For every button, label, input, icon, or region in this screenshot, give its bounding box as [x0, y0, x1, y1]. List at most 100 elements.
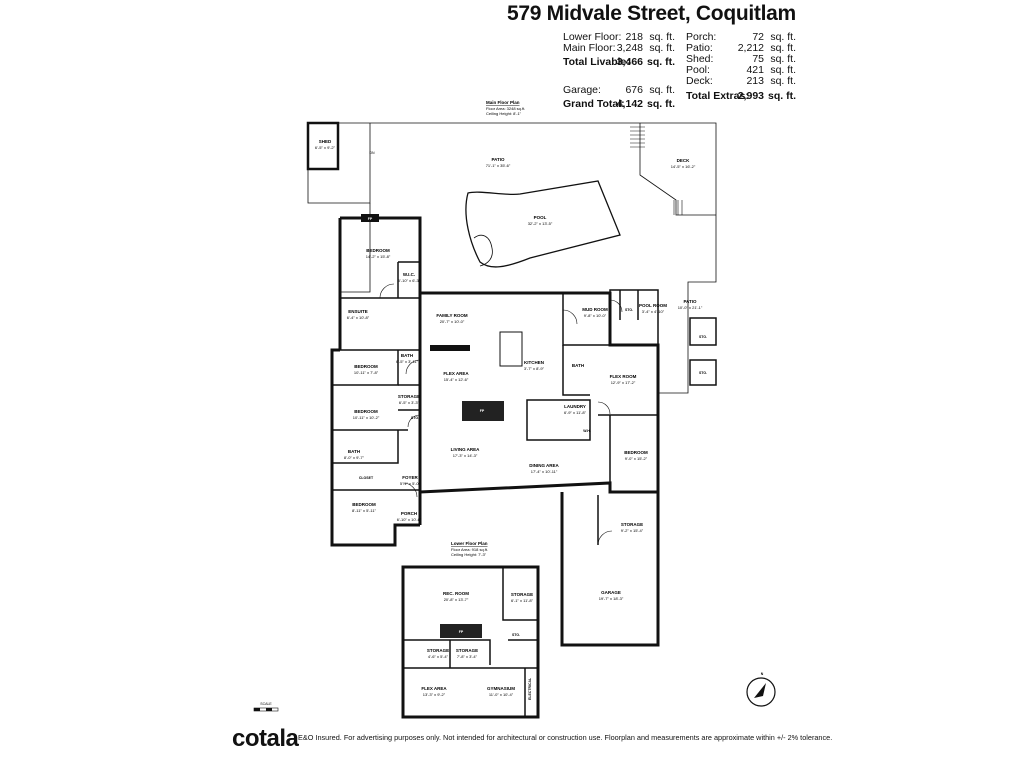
north-label: N [761, 672, 764, 676]
dim-flexroom: 12'-9" x 17'-2" [611, 380, 636, 385]
dim-storage-3: 6'-1" x 11'-8" [511, 598, 534, 603]
brand-logo: cotala [232, 725, 299, 752]
room-foyer: FOYER [402, 475, 418, 480]
dim-porch: 6'-10" x 10'-6" [397, 517, 422, 522]
lower-plan-title: Lower Floor Plan [451, 541, 488, 546]
left-stats: Lower Floor: 218 sq. ft. Main Floor: 3,2… [563, 31, 675, 110]
dim-storage-2: 9'-2" x 15'-4" [621, 528, 644, 533]
room-bedroom-4: BEDROOM [624, 450, 648, 455]
dim-patio-top: 71'-1" x 35'-6" [486, 163, 511, 168]
room-garage: GARAGE [601, 590, 621, 595]
room-family: FAMILY ROOM [436, 313, 468, 318]
fireplace-rec [440, 624, 482, 638]
page-title: 579 Midvale Street, Coquitlam [507, 2, 796, 25]
room-pool: POOL [534, 215, 547, 220]
dim-laundry: 6'-9" x 11'-8" [564, 410, 587, 415]
room-storage-5: STORAGE [456, 648, 478, 653]
room-recroom: REC. ROOM [443, 591, 469, 596]
lower-plan-area: Floor Area: 918 sq.ft. [451, 547, 488, 552]
dim-flex-1: 15'-4" x 12'-6" [444, 377, 469, 382]
scale-label: SCALE [260, 702, 272, 706]
dim-bedroom-2: 10'-11" x 7'-8" [354, 370, 379, 375]
main-plan-area: Floor Area: 3248 sq.ft. [486, 106, 525, 111]
closet-label: CLOSET [359, 476, 374, 480]
sto-label-4: STO. [411, 416, 419, 420]
shed-room [306, 121, 340, 171]
room-storage-1: STORAGE [398, 394, 420, 399]
dim-mudroom: 9'-8" x 10'-0" [584, 313, 607, 318]
dim-storage-5: 7'-8" x 3'-4" [457, 654, 478, 659]
room-bath-1: BATH [401, 353, 413, 358]
elec-label: ELECTRICAL [528, 677, 532, 700]
dim-flex-2: 13'-3" x 9'-2" [423, 692, 446, 697]
dim-bedroom-3: 10'-11" x 10'-2" [353, 415, 380, 420]
fireplace-master [361, 214, 379, 222]
room-storage-3: STORAGE [511, 592, 533, 597]
dim-bedroom-1: 14'-2" x 15'-8" [366, 254, 391, 259]
scale-bar [253, 707, 279, 712]
fp-label-living: FP [480, 409, 485, 413]
dim-wic: 5'-10" x 6'-3" [398, 278, 421, 283]
dim-family: 20'-7" x 10'-0" [440, 319, 465, 324]
dim-ensuite: 6'-4" x 10'-8" [347, 315, 370, 320]
dim-bedroom-4: 9'-0" x 15'-2" [625, 456, 648, 461]
room-kitchen: KITCHEN [524, 360, 544, 365]
disclaimer-text: E&O Insured. For advertising purposes on… [298, 733, 833, 742]
dim-gym: 11'-0" x 10'-4" [489, 692, 514, 697]
room-flexroom: FLEX ROOM [610, 374, 637, 379]
room-shed: SHED [319, 139, 332, 144]
fireplace-living [462, 401, 504, 421]
room-patio-top: PATIO [491, 157, 505, 162]
room-bedroom-2: BEDROOM [354, 364, 378, 369]
room-bath-3: BATH [348, 449, 360, 454]
dim-deck: 14'-5" x 16'-2" [671, 164, 696, 169]
main-plan-title: Main Floor Plan [486, 100, 520, 105]
room-gym: GYMNASIUM [487, 686, 515, 691]
wh-label: W.H. [583, 429, 591, 433]
right-stats: Porch: 72 sq. ft. Patio: 2,212 sq. ft. S… [686, 31, 796, 102]
room-bath-2: BATH [572, 363, 584, 368]
room-ensuite: ENSUITE [348, 309, 368, 314]
room-flex-2: FLEX AREA [421, 686, 447, 691]
dim-kitchen: 3'-7" x 8'-9" [524, 366, 545, 371]
dim-poolroom: 3'-4" x 4'-10" [642, 309, 665, 314]
fp-label-master: FP [368, 217, 373, 221]
room-wic: W.I.C. [403, 272, 415, 277]
room-living: LIVING AREA [451, 447, 481, 452]
dim-pool: 32'-2" x 13'-5" [528, 221, 553, 226]
pool-outline [465, 180, 621, 268]
dim-storage-1: 6'-5" x 3'-3" [399, 400, 420, 405]
fp-label-rec: FP [459, 630, 464, 634]
room-patio-right: PATIO [683, 299, 697, 304]
room-bedroom-5: BEDROOM [352, 502, 376, 507]
sto-label-2: STO. [699, 335, 707, 339]
room-mudroom: MUD ROOM [582, 307, 608, 312]
sto-label-5: STO. [512, 633, 520, 637]
dim-recroom: 20'-8" x 13'-7" [444, 597, 469, 602]
dn-label: DN [369, 151, 375, 155]
room-storage-2: STORAGE [621, 522, 643, 527]
dim-bath-3: 8'-0" x 9'-7" [344, 455, 365, 460]
sto-label-1: STO. [625, 308, 633, 312]
dim-patio-right: 10'-0" x 21'-1" [678, 305, 703, 310]
dim-garage: 19'-7" x 18'-3" [599, 596, 624, 601]
dim-shed: 6'-5" x 9'-2" [315, 145, 336, 150]
room-deck: DECK [677, 158, 691, 163]
lower-plan-ceiling: Ceiling Height: 7'-3" [451, 552, 487, 557]
dim-bath-1: 6'-5" x 3'-11" [396, 359, 419, 364]
room-poolroom: POOL ROOM [639, 303, 667, 308]
room-flex-1: FLEX AREA [443, 371, 469, 376]
dim-foyer: 5'-1" x 5'-0" [400, 481, 421, 486]
room-laundry: LAUNDRY [564, 404, 586, 409]
main-plan-ceiling: Ceiling Height: 8'-1" [486, 111, 522, 116]
dim-bedroom-5: 8'-11" x 5'-11" [352, 508, 377, 513]
room-bedroom-3: BEDROOM [354, 409, 378, 414]
dim-living: 17'-3" x 14'-3" [453, 453, 478, 458]
room-bedroom-1: BEDROOM [366, 248, 390, 253]
room-storage-4: STORAGE [427, 648, 449, 653]
room-porch: PORCH [401, 511, 417, 516]
dim-dining: 17'-4" x 10'-11" [531, 469, 558, 474]
room-dining: DINING AREA [529, 463, 559, 468]
sto-label-3: STO. [699, 371, 707, 375]
